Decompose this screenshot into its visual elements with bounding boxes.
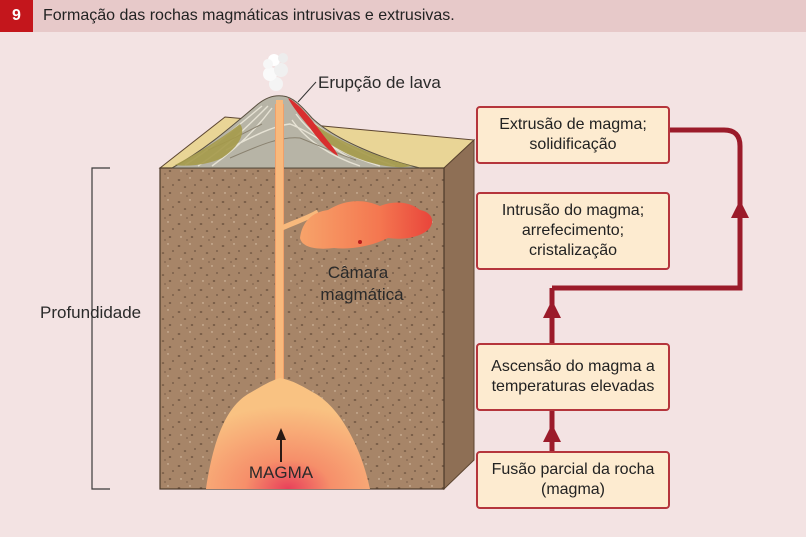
chamber-branch [280,209,320,231]
depth-bracket [91,167,110,490]
box-ascent: Ascensão do magma a temperaturas elevada… [476,343,670,411]
arrow-up-to-extrusion-icon [731,200,749,218]
magma-body [206,378,370,489]
chamber-marker [358,240,362,244]
depth-label: Profundidade [40,303,141,322]
magma-label: MAGMA [249,463,314,482]
eruption-label: Erupção de lava [318,73,441,92]
box-extrusion: Extrusão de magma; solidificação [476,106,670,164]
magma-up-arrow-icon [276,428,286,462]
magma-conduit-fill [276,100,283,390]
box-intrusion: Intrusão do magma; arrefecimento; crista… [476,192,670,270]
box-fusion: Fusão parcial da rocha (magma) [476,451,670,509]
volcano-cone [171,95,421,169]
magma-chamber [300,201,433,249]
figure-number: 9 [0,0,33,32]
smoke-plume [263,53,288,91]
arrow-fusion-to-ascent-icon [543,424,561,442]
chamber-label-line1: Câmara [328,263,389,282]
chamber-label-line2: magmática [320,285,404,304]
figure-header: 9 Formação das rochas magmáticas intrusi… [0,0,806,32]
eruption-leader-line [297,81,317,103]
arrow-ascent-to-intrusion-icon [543,300,561,318]
figure-title: Formação das rochas magmáticas intrusiva… [43,7,455,24]
